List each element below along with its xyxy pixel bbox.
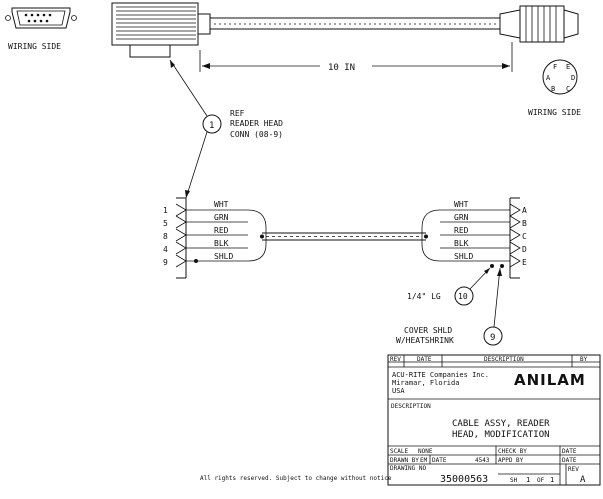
approved-date-label: DATE xyxy=(562,457,577,464)
left-connector-block xyxy=(175,197,187,279)
right-connector-label: WIRING SIDE xyxy=(528,108,581,117)
right-wire-red: RED xyxy=(454,226,469,235)
right-pin-e: E xyxy=(522,258,527,267)
right-wire-grn: GRN xyxy=(454,213,469,222)
callout-9-line-2: W/HEATSHRINK xyxy=(396,336,454,345)
footer-notice: All rights reserved. Subject to change w… xyxy=(200,475,392,482)
sheet-label: SH xyxy=(510,477,518,484)
pin-label-f: F xyxy=(553,63,557,71)
left-pin-9: 9 xyxy=(163,258,168,267)
left-pin-1: 1 xyxy=(163,206,168,215)
company-line-2: Miramar, Florida xyxy=(392,379,459,387)
check-date-label: DATE xyxy=(562,448,577,455)
of-value: 1 xyxy=(550,476,554,484)
left-wire-shld: SHLD xyxy=(214,252,233,261)
pin-label-d: D xyxy=(571,74,575,82)
title-block-frame xyxy=(387,354,601,486)
callout-1-number: 1 xyxy=(209,121,214,131)
scale-label: SCALE xyxy=(390,448,408,455)
checked-by-label: CHECK BY xyxy=(498,448,527,455)
length-dimension xyxy=(199,42,513,72)
left-pin-8: 8 xyxy=(163,232,168,241)
description-header: DESCRIPTION xyxy=(484,356,524,363)
pin-label-c: C xyxy=(566,85,570,93)
rev-value: A xyxy=(580,475,586,485)
left-connector-label: WIRING SIDE xyxy=(8,42,61,51)
scale-value: NONE xyxy=(418,448,433,455)
left-wire-red: RED xyxy=(214,226,229,235)
right-wire-wht: WHT xyxy=(454,200,469,209)
company-line-1: ACU-RITE Companies Inc. xyxy=(392,371,489,379)
right-pin-d: D xyxy=(522,245,527,254)
left-wire-grn: GRN xyxy=(214,213,229,222)
drawing-title-line-2: HEAD, MODIFICATION xyxy=(452,430,550,440)
pin-label-b: B xyxy=(551,85,555,93)
right-wire-shld: SHLD xyxy=(454,252,473,261)
callout-1-leader xyxy=(169,59,222,199)
pin-label-e: E xyxy=(566,63,570,71)
db9-connector-wiring-side xyxy=(5,7,77,29)
sheet-value: 1 xyxy=(526,476,530,484)
callout-10-leader xyxy=(454,267,491,306)
approved-by-label: APPD BY xyxy=(498,457,524,464)
left-pin-4: 4 xyxy=(163,245,168,254)
callout-10-text: 1/4" LG xyxy=(407,292,441,301)
wire-bundle xyxy=(186,209,510,268)
drawing-no-label: DRAWING NO xyxy=(390,465,427,472)
drawn-date-value: 4543 xyxy=(475,457,490,464)
drawing-no-value: 35000563 xyxy=(440,474,488,485)
circular-connector xyxy=(499,5,579,43)
pin-label-a: A xyxy=(546,74,551,82)
left-wire-wht: WHT xyxy=(214,200,229,209)
rev-label: REV xyxy=(568,466,579,473)
pin-face xyxy=(542,59,578,95)
description-label: DESCRIPTION xyxy=(391,403,431,410)
right-pin-b: B xyxy=(522,219,527,228)
right-connector-block xyxy=(509,197,521,279)
by-header: BY xyxy=(580,356,588,363)
cable-body xyxy=(210,17,500,30)
anilam-logo: ANILAM xyxy=(514,371,586,389)
right-wire-blk: BLK xyxy=(454,239,469,248)
drawn-date-label: DATE xyxy=(432,457,447,464)
callout-9-line-1: COVER SHLD xyxy=(404,326,452,335)
left-pin-5: 5 xyxy=(163,219,168,228)
rev-header: REV xyxy=(390,356,401,363)
right-pin-a: A xyxy=(522,206,527,215)
callout-1-line-2: READER HEAD xyxy=(230,119,283,128)
drawing-title-line-1: CABLE ASSY, READER xyxy=(452,419,550,429)
left-wire-blk: BLK xyxy=(214,239,229,248)
callout-10-number: 10 xyxy=(458,292,468,301)
right-pin-c: C xyxy=(522,232,527,241)
company-line-3: USA xyxy=(392,387,405,395)
callout-1-line-3: CONN (08-9) xyxy=(230,130,283,139)
callout-9-leader xyxy=(483,267,503,346)
callout-1-line-1: REF xyxy=(230,109,245,118)
length-label: 10 IN xyxy=(328,63,355,73)
drawn-by-value: EM xyxy=(420,457,428,464)
callout-9-number: 9 xyxy=(490,333,495,343)
of-label: OF xyxy=(537,477,545,484)
drawn-by-label: DRAWN BY xyxy=(390,457,419,464)
reader-head-connector xyxy=(111,2,211,58)
date-header: DATE xyxy=(417,356,432,363)
